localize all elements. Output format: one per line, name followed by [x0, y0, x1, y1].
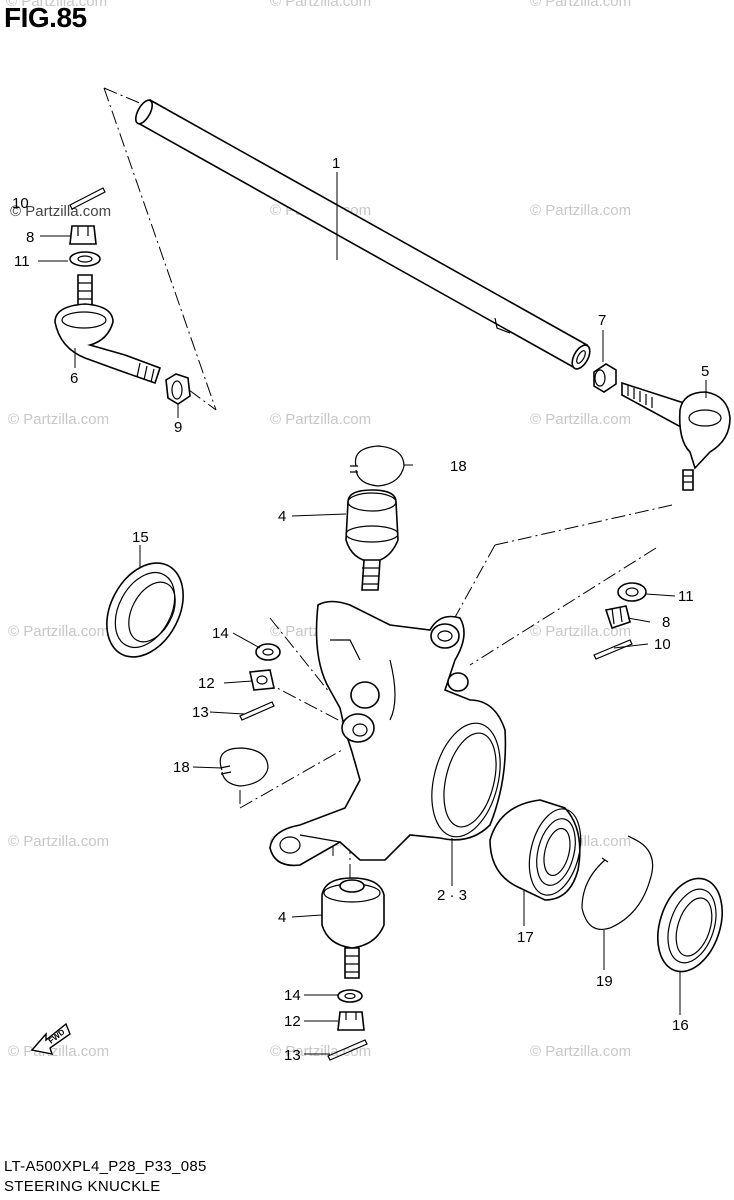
- washer-lower[interactable]: [337, 989, 363, 1003]
- watermark: © Partzilla.com: [8, 623, 109, 640]
- callouts: 1 10 8 11 6 9 7 5 18 4 15 14 12 13 18 11…: [12, 155, 709, 1064]
- diagram-code: LT-A500XPL4_P28_P33_085: [4, 1158, 207, 1175]
- snap-ring-lower[interactable]: [219, 747, 269, 787]
- diagram-name: STEERING KNUCKLE: [4, 1178, 161, 1195]
- callout-14-upper: 14: [212, 625, 229, 642]
- callout-5: 5: [701, 363, 709, 380]
- callout-1: 1: [332, 155, 340, 172]
- callout-17: 17: [517, 929, 534, 946]
- castle-nut-left[interactable]: [69, 225, 97, 245]
- watermark: © Partzilla.com: [530, 411, 631, 428]
- figure-title: FIG.85: [4, 2, 87, 33]
- castle-nut-lower[interactable]: [337, 1011, 365, 1031]
- watermark: © Partzilla.com: [530, 202, 631, 219]
- callout-15: 15: [132, 529, 149, 546]
- callout-18-upper: 18: [450, 458, 467, 475]
- oil-seal-right[interactable]: [647, 870, 734, 980]
- watermark: © Partzilla.com: [270, 0, 371, 10]
- cotter-pin-left[interactable]: [69, 187, 106, 210]
- callout-12-upper: 12: [198, 675, 215, 692]
- callout-4-lower: 4: [278, 909, 286, 926]
- steering-knuckle[interactable]: [269, 600, 511, 867]
- callout-10-right: 10: [654, 636, 671, 653]
- callout-4-upper: 4: [278, 508, 286, 525]
- tie-rod-nut-left[interactable]: [165, 373, 191, 405]
- cotter-pin-lower[interactable]: [327, 1039, 368, 1061]
- ball-joint-upper[interactable]: [345, 489, 399, 591]
- watermark: © Partzilla.com: [8, 411, 109, 428]
- ball-joint-lower[interactable]: [321, 877, 385, 979]
- castle-nut-upper[interactable]: [249, 669, 275, 691]
- callout-11-right: 11: [678, 588, 694, 605]
- callout-18-lower: 18: [173, 759, 190, 776]
- watermark: © Partzilla.com: [6, 0, 107, 10]
- washer-upper[interactable]: [255, 643, 281, 661]
- castle-nut-right[interactable]: [604, 605, 631, 630]
- cotter-pin-right[interactable]: [593, 639, 633, 660]
- callout-13-lower: 13: [284, 1047, 301, 1064]
- callout-10-left: 10: [12, 195, 29, 212]
- callout-13-upper: 13: [192, 704, 209, 721]
- watermark: © Partzilla.com: [530, 1043, 631, 1060]
- callout-8-right: 8: [662, 614, 670, 631]
- callout-2-3: 2 · 3: [437, 887, 467, 904]
- watermarks: © Partzilla.com © Partzilla.com © Partzi…: [6, 0, 631, 1060]
- lock-nut[interactable]: [593, 363, 617, 393]
- watermark: © Partzilla.com: [530, 0, 631, 10]
- callout-11-left: 11: [14, 253, 30, 270]
- tie-rod-end-right[interactable]: [621, 381, 731, 491]
- callout-8-left: 8: [26, 229, 34, 246]
- callout-9: 9: [174, 419, 182, 436]
- snap-ring-upper[interactable]: [350, 445, 405, 487]
- oil-seal-left[interactable]: [92, 550, 199, 670]
- callout-19: 19: [596, 973, 613, 990]
- callout-16: 16: [672, 1017, 689, 1034]
- callout-6: 6: [70, 370, 78, 387]
- leader-lines: [38, 172, 707, 1055]
- wheel-bearing[interactable]: [489, 799, 589, 901]
- callout-7: 7: [598, 312, 606, 329]
- watermark: © Partzilla.com: [270, 411, 371, 428]
- watermark: © Partzilla.com: [270, 1043, 371, 1060]
- tie-rod[interactable]: [132, 98, 593, 372]
- watermark: © Partzilla.com: [8, 1043, 109, 1060]
- cotter-pin-upper[interactable]: [239, 701, 275, 721]
- washer-left[interactable]: [69, 251, 101, 267]
- circlip[interactable]: [581, 835, 654, 930]
- tie-rod-end-left[interactable]: [54, 274, 162, 385]
- watermark: © Partzilla.com: [8, 833, 109, 850]
- callout-12-lower: 12: [284, 1013, 301, 1030]
- washer-right[interactable]: [617, 582, 647, 602]
- watermark: © Partzilla.com: [10, 203, 111, 220]
- callout-14-lower: 14: [284, 987, 301, 1004]
- watermark: © Partzilla.com: [530, 623, 631, 640]
